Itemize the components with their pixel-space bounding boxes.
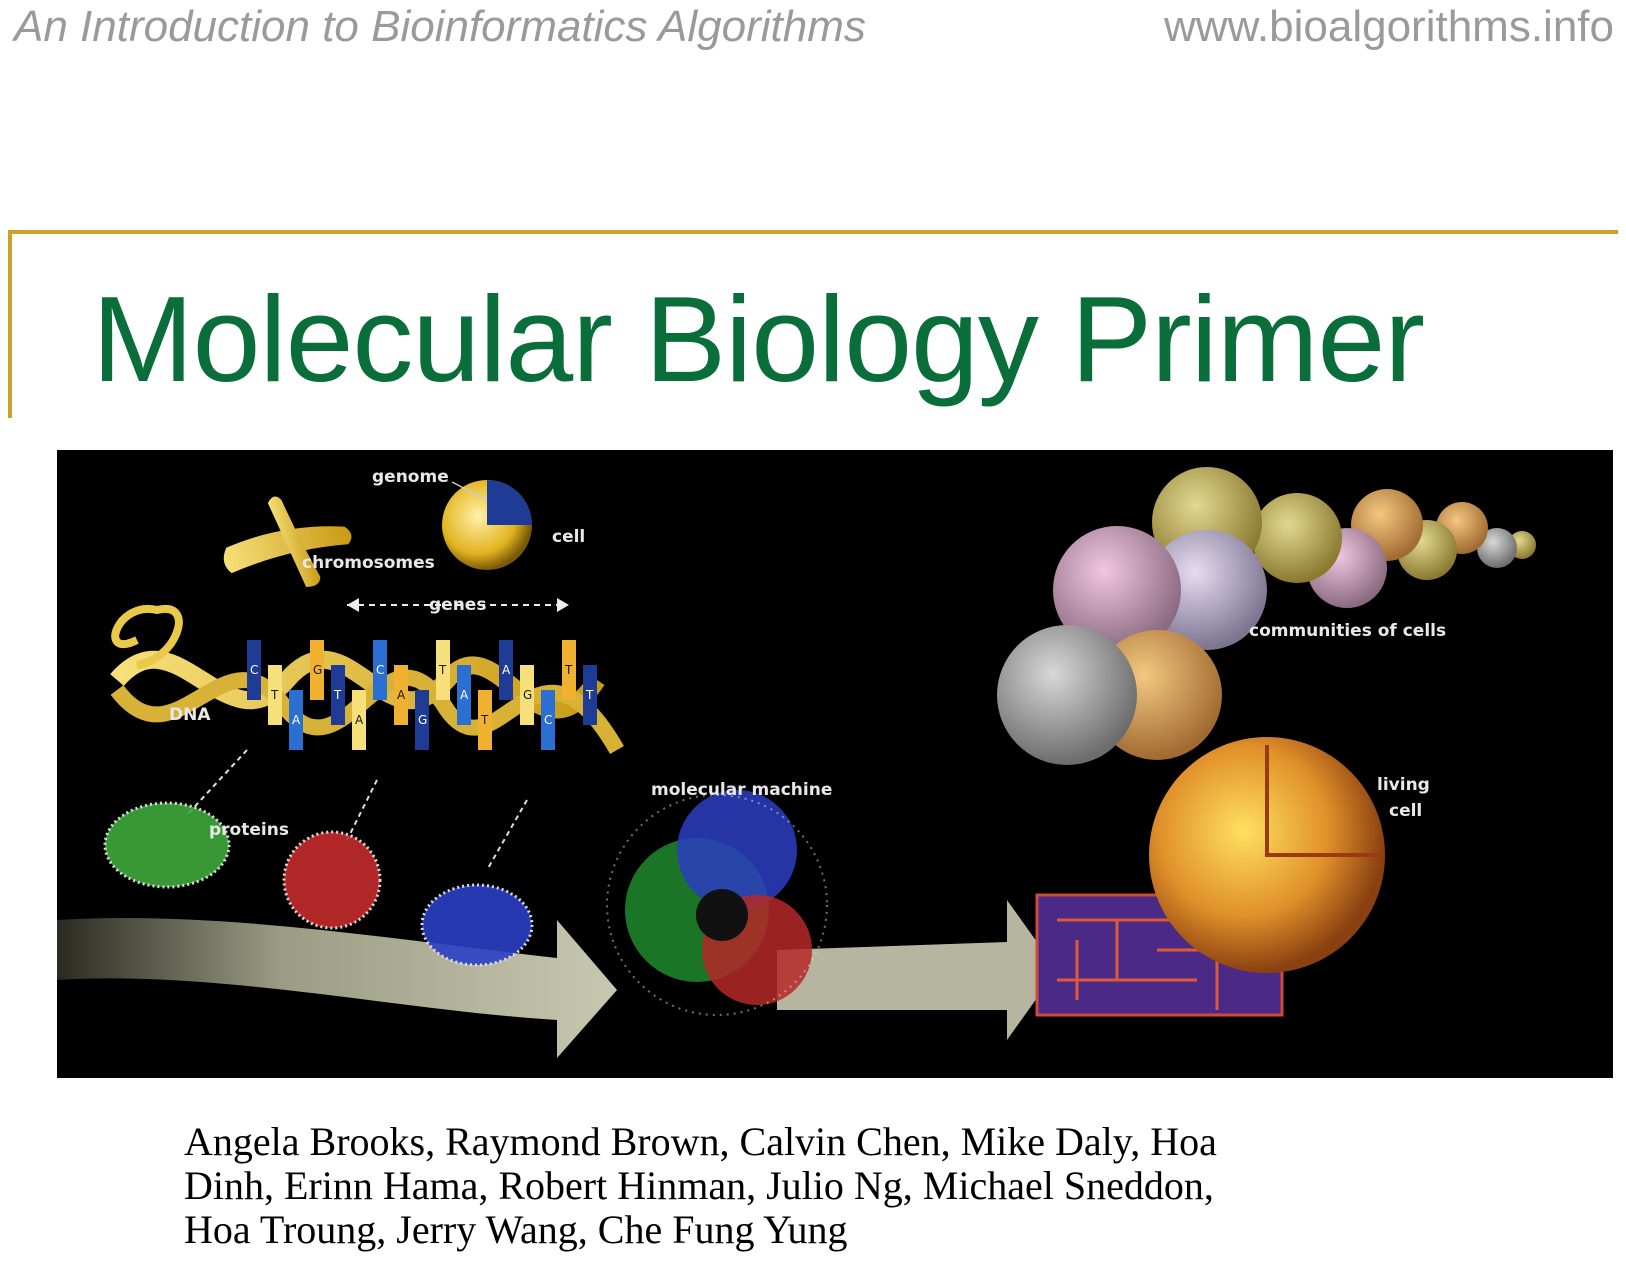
- chromosome-shape: [223, 496, 352, 587]
- label-molecular-machine: molecular machine: [651, 780, 832, 800]
- label-genes: genes: [429, 595, 486, 615]
- dna-base-letter: T: [480, 713, 489, 727]
- dna-base-letter: G: [418, 713, 427, 727]
- title-rule-horizontal: [8, 230, 1618, 234]
- pathway-arrow-2: [777, 900, 1057, 1040]
- dna-base-letter: T: [333, 688, 342, 702]
- dna-base-rung: [520, 665, 534, 725]
- dna-base-rung: [352, 690, 366, 750]
- label-cell: cell: [552, 527, 585, 547]
- pathway-arrow: [57, 918, 617, 1058]
- dna-base-rung: [583, 665, 597, 725]
- authors-line-2: Dinh, Erinn Hama, Robert Hinman, Julio N…: [184, 1163, 1214, 1208]
- authors-list: Angela Brooks, Raymond Brown, Calvin Che…: [184, 1120, 1584, 1252]
- dna-base-rung: [478, 690, 492, 750]
- protein-green: [105, 803, 229, 887]
- dna-base-rung: [373, 640, 387, 700]
- dna-base-letter: C: [544, 713, 552, 727]
- slide-title: Molecular Biology Primer: [92, 271, 1425, 407]
- dna-base-letter: A: [502, 663, 511, 677]
- title-rule-vertical: [8, 230, 12, 418]
- label-living-cell: cell: [1389, 801, 1422, 821]
- dna-base-letter: T: [564, 663, 573, 677]
- dna-base-rung: [499, 640, 513, 700]
- dna-base-rung: [562, 640, 576, 700]
- dna-base-letter: A: [355, 713, 364, 727]
- dna-base-rung: [331, 665, 345, 725]
- website-url[interactable]: www.bioalgorithms.info: [1164, 2, 1614, 51]
- dna-base-letter: G: [523, 688, 532, 702]
- label-living: living: [1377, 775, 1430, 795]
- dna-base-rung: [289, 690, 303, 750]
- dna-base-rung: [457, 665, 471, 725]
- label-proteins: proteins: [209, 820, 289, 840]
- dna-base-rung: [436, 640, 450, 700]
- dna-base-rung: [310, 640, 324, 700]
- dna-base-letter: T: [585, 688, 594, 702]
- dna-base-letter: A: [292, 713, 301, 727]
- dna-base-letter: T: [438, 663, 447, 677]
- illustration-svg: chromosomes genome cell genes CTAGTACAGT…: [57, 467, 1536, 1058]
- label-chromosomes: chromosomes: [302, 553, 435, 573]
- dna-base-rung: [415, 690, 429, 750]
- communities-of-cells: [997, 467, 1536, 765]
- protein-blue: [422, 885, 532, 965]
- dna-base-rung: [394, 665, 408, 725]
- dna-base-letter: T: [270, 688, 279, 702]
- dna-base-letter: A: [397, 688, 406, 702]
- dna-base-rung: [541, 690, 555, 750]
- dna-base-rung: [247, 640, 261, 700]
- dna-base-letter: A: [460, 688, 469, 702]
- molecular-machine: [606, 790, 828, 1016]
- course-title: An Introduction to Bioinformatics Algori…: [14, 2, 866, 51]
- protein-red: [284, 832, 380, 928]
- dna-base-letter: C: [376, 663, 384, 677]
- authors-line-1: Angela Brooks, Raymond Brown, Calvin Che…: [184, 1119, 1217, 1164]
- dna-base-letter: C: [250, 663, 258, 677]
- dna-base-letter: G: [313, 663, 322, 677]
- dna-base-rung: [268, 665, 282, 725]
- label-genome: genome: [372, 467, 449, 487]
- label-communities-of-cells: communities of cells: [1249, 621, 1446, 641]
- authors-line-3: Hoa Troung, Jerry Wang, Che Fung Yung: [184, 1207, 848, 1252]
- label-dna: DNA: [169, 705, 211, 725]
